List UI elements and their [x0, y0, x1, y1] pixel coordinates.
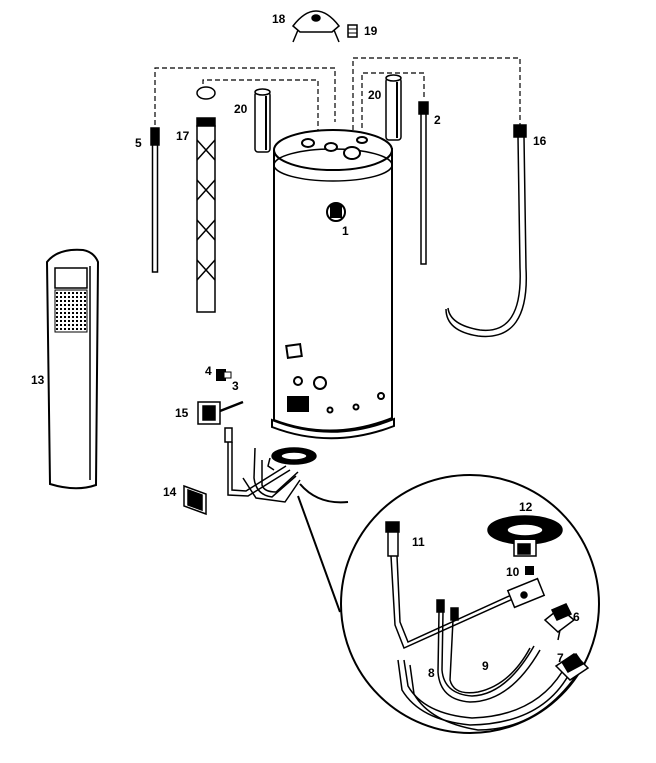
- callout-16: 16: [533, 134, 547, 148]
- detail-magnifier: [297, 474, 600, 734]
- part-18-cap: [291, 10, 341, 43]
- callout-8: 8: [428, 666, 435, 680]
- part-19-plug: [347, 24, 358, 38]
- callout-12: 12: [519, 500, 533, 514]
- callout-18: 18: [272, 12, 286, 26]
- part-20-nipple-right: [385, 74, 402, 141]
- detail-part-11-manifold: [385, 521, 546, 650]
- callout-1: 1: [342, 224, 349, 238]
- callout-2: 2: [434, 113, 441, 127]
- detail-part-12-burner: [487, 515, 563, 557]
- callout-3: 3: [232, 379, 239, 393]
- burner-assembly: [224, 427, 317, 503]
- callout-10: 10: [506, 565, 520, 579]
- detail-part-6-fitting: [543, 603, 576, 641]
- callout-20-right: 20: [368, 88, 382, 102]
- callout-4: 4: [205, 364, 212, 378]
- part-14-inner-door: [183, 484, 207, 516]
- detail-part-7-pilot: [397, 653, 590, 731]
- callout-13: 13: [31, 373, 45, 387]
- callout-labels: 18 19 20 20 2 5 17 16 1 13 4 3 15 14 12 …: [31, 12, 580, 680]
- part-15-gas-valve: [197, 400, 244, 425]
- detail-part-8-9-tubes: [436, 599, 541, 703]
- callout-7: 7: [557, 651, 564, 665]
- part-20-nipple-left: [254, 88, 271, 153]
- callout-11: 11: [412, 535, 425, 549]
- callout-17: 17: [176, 129, 190, 143]
- detail-part-10-orifice: [525, 566, 534, 575]
- callout-6: 6: [573, 610, 580, 624]
- part-1-tank: [271, 129, 395, 440]
- part-5-anode-rod: [150, 127, 160, 273]
- part-17-dip-tube: [196, 86, 216, 313]
- part-13-outer-door: [45, 248, 100, 490]
- callout-14: 14: [163, 485, 177, 499]
- callout-9: 9: [482, 659, 489, 673]
- callout-19: 19: [364, 24, 378, 38]
- callout-15: 15: [175, 406, 189, 420]
- dashed-leader-lines: [154, 57, 521, 132]
- part-2-anode-rod: [418, 101, 429, 265]
- part-16-flex-anode: [445, 124, 528, 338]
- callout-5: 5: [135, 136, 142, 150]
- part-4-3-screw: [216, 369, 232, 381]
- callout-20-left: 20: [234, 102, 248, 116]
